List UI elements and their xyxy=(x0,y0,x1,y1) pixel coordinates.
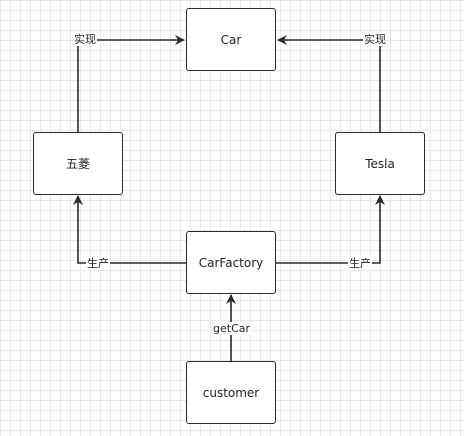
edge-label-tesla-car: 实现 xyxy=(363,33,387,46)
node-wuling[interactable]: 五菱 xyxy=(33,132,123,195)
node-car-factory[interactable]: CarFactory xyxy=(186,231,276,294)
edge-wuling-car xyxy=(77,35,185,132)
edge-label-factory-tesla: 生产 xyxy=(348,257,372,270)
node-tesla[interactable]: Tesla xyxy=(335,132,425,195)
edge-label-customer-factory: getCar xyxy=(212,322,252,335)
node-car[interactable]: Car xyxy=(186,8,276,71)
edge-label-factory-wuling: 生产 xyxy=(86,257,110,270)
node-customer[interactable]: customer xyxy=(186,361,276,424)
edge-factory-wuling xyxy=(73,195,186,264)
edge-tesla-car xyxy=(277,35,381,132)
edge-label-wuling-car: 实现 xyxy=(73,33,97,46)
edge-factory-tesla xyxy=(276,195,385,264)
